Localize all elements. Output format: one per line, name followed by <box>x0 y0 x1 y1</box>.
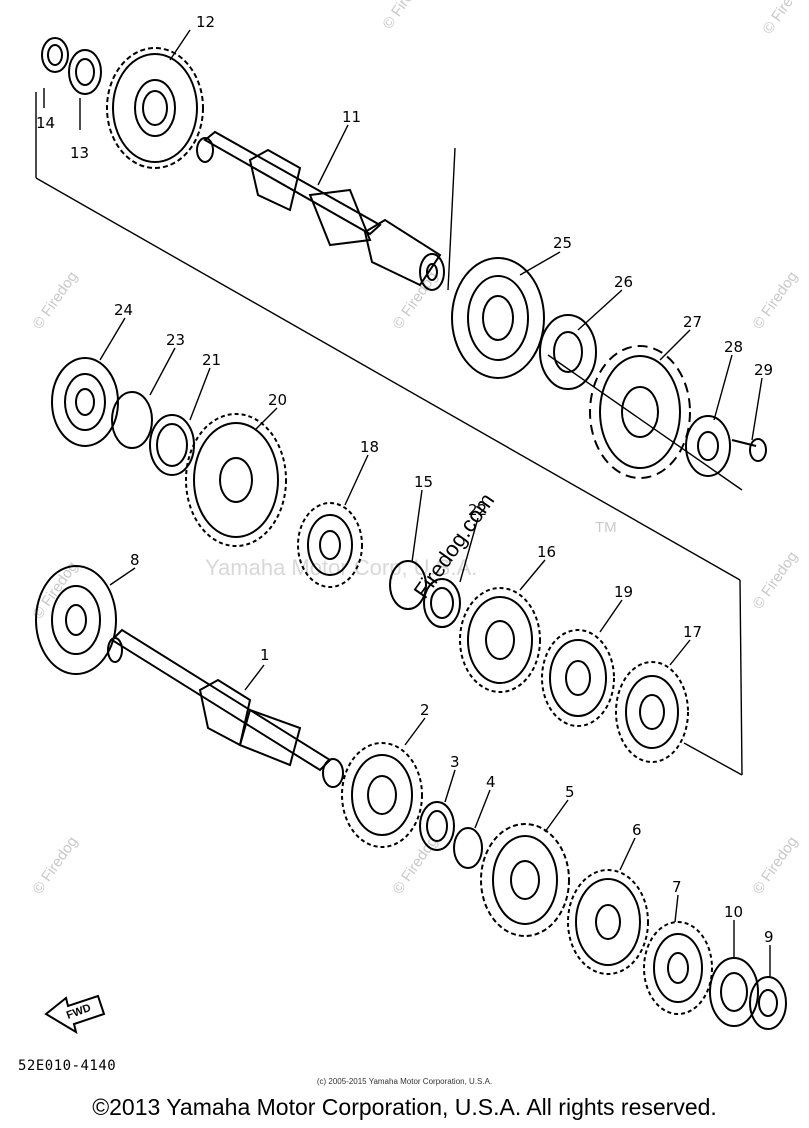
part-7-gear <box>643 921 713 1015</box>
part-16-gear <box>459 587 541 693</box>
trademark-mark: TM <box>595 519 617 536</box>
watermark-text: © Firedog <box>759 0 809 37</box>
part-28-lock-washer <box>685 415 731 477</box>
part-26-oil-seal <box>539 314 597 390</box>
callout-27: 27 <box>683 313 702 331</box>
part-14-circlip <box>41 37 69 73</box>
callout-5: 5 <box>565 783 575 801</box>
callout-12: 12 <box>196 13 215 31</box>
part-6-gear <box>567 869 649 975</box>
part-11-shaft <box>196 130 445 291</box>
watermark-text: © Firedog <box>29 268 81 332</box>
callout-2: 2 <box>420 701 430 719</box>
callout-29: 29 <box>754 361 773 379</box>
part-25-bearing <box>451 257 545 379</box>
callout-8: 8 <box>130 551 140 569</box>
callout-17: 17 <box>683 623 702 641</box>
assembly-frame-lines <box>35 92 743 776</box>
callout-24: 24 <box>114 301 133 319</box>
part-9-oil-seal <box>749 976 787 1030</box>
part-2-gear <box>341 742 423 848</box>
callout-15: 15 <box>414 473 433 491</box>
watermark-text: © Firedog <box>389 268 441 332</box>
callout-labels: 1 2 3 4 5 6 7 8 9 10 11 12 13 14 15 16 1… <box>36 13 774 946</box>
part-18-gear <box>297 502 363 588</box>
callout-1: 1 <box>260 646 270 664</box>
small-copyright: (c) 2005-2015 Yamaha Motor Corporation, … <box>316 1077 493 1086</box>
diagram-code: 52E010-4140 <box>18 1058 117 1074</box>
callout-14: 14 <box>36 114 55 132</box>
lower-shaft-assembly <box>35 565 787 1030</box>
watermark-text: © Firedog <box>749 268 801 332</box>
part-20-gear <box>185 413 287 547</box>
callout-7: 7 <box>672 878 682 896</box>
watermark-text: © Firedog <box>29 833 81 897</box>
part-22-washer <box>423 578 461 628</box>
part-15-circlip <box>389 560 427 610</box>
callout-6: 6 <box>632 821 642 839</box>
leader-lines <box>43 29 771 977</box>
callout-19: 19 <box>614 583 633 601</box>
callout-13: 13 <box>70 144 89 162</box>
part-17-gear <box>615 661 689 763</box>
part-27-drive-sprocket <box>589 345 691 479</box>
watermarks: © Firedog © Firedog © Firedog © Firedog … <box>29 0 809 897</box>
part-4-circlip <box>453 827 483 869</box>
part-1-shaft <box>107 628 344 788</box>
callout-4: 4 <box>486 773 496 791</box>
fwd-arrow-icon: FWD <box>44 994 106 1035</box>
part-29-bolt <box>731 438 767 462</box>
callout-26: 26 <box>614 273 633 291</box>
callout-23: 23 <box>166 331 185 349</box>
center-watermark: Yamaha Motor Corp, U.S.A. <box>205 555 477 580</box>
part-13-washer <box>68 49 102 95</box>
part-12-gear <box>106 47 204 169</box>
part-5-gear <box>480 823 570 937</box>
upper-shaft-assembly <box>41 37 767 479</box>
callout-10: 10 <box>724 903 743 921</box>
callout-11: 11 <box>342 108 361 126</box>
copyright-notice: ©2013 Yamaha Motor Corporation, U.S.A. A… <box>92 1094 717 1120</box>
middle-gear-row <box>51 357 689 763</box>
part-3-washer <box>419 801 455 851</box>
part-23-circlip <box>111 391 153 449</box>
watermark-text: © Firedog <box>749 548 801 612</box>
watermark-text: © Firedog <box>749 833 801 897</box>
callout-9: 9 <box>764 928 774 946</box>
callout-3: 3 <box>450 753 460 771</box>
callout-18: 18 <box>360 438 379 456</box>
callout-21: 21 <box>202 351 221 369</box>
part-24-bearing <box>51 357 119 447</box>
watermark-text: © Firedog <box>379 0 431 32</box>
callout-28: 28 <box>724 338 743 356</box>
callout-16: 16 <box>537 543 556 561</box>
part-19-gear <box>541 629 615 727</box>
callout-25: 25 <box>553 234 572 252</box>
part-8-bearing <box>35 565 117 675</box>
callout-22: 22 <box>468 501 487 519</box>
callout-20: 20 <box>268 391 287 409</box>
